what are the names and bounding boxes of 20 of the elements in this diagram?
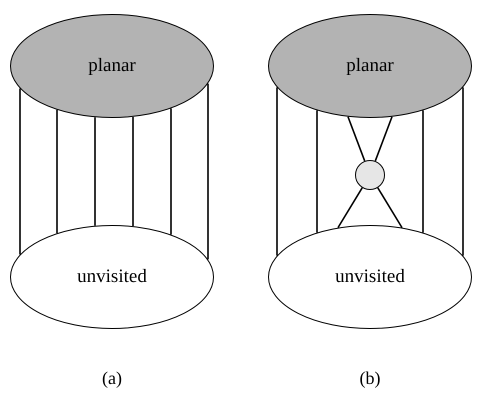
connector-line [94,117,96,226]
node-label: unvisited [77,266,147,288]
connector-line [337,187,363,228]
panel-caption: (a) [102,368,122,389]
connector-line [316,110,318,233]
connector-line [132,116,134,226]
node-label: planar [88,55,136,77]
connector-line [377,187,403,228]
panel-caption: (b) [360,368,380,389]
connector-line [276,87,278,256]
connector-line [462,87,464,256]
node-label: planar [346,55,394,77]
connector-line [422,110,424,233]
connector-line [347,116,366,162]
connector-line [207,84,209,260]
connector-line [170,108,172,235]
connector-line [19,88,21,255]
connector-line [56,110,58,234]
node-label: unvisited [335,266,405,288]
connector-line [374,116,393,162]
